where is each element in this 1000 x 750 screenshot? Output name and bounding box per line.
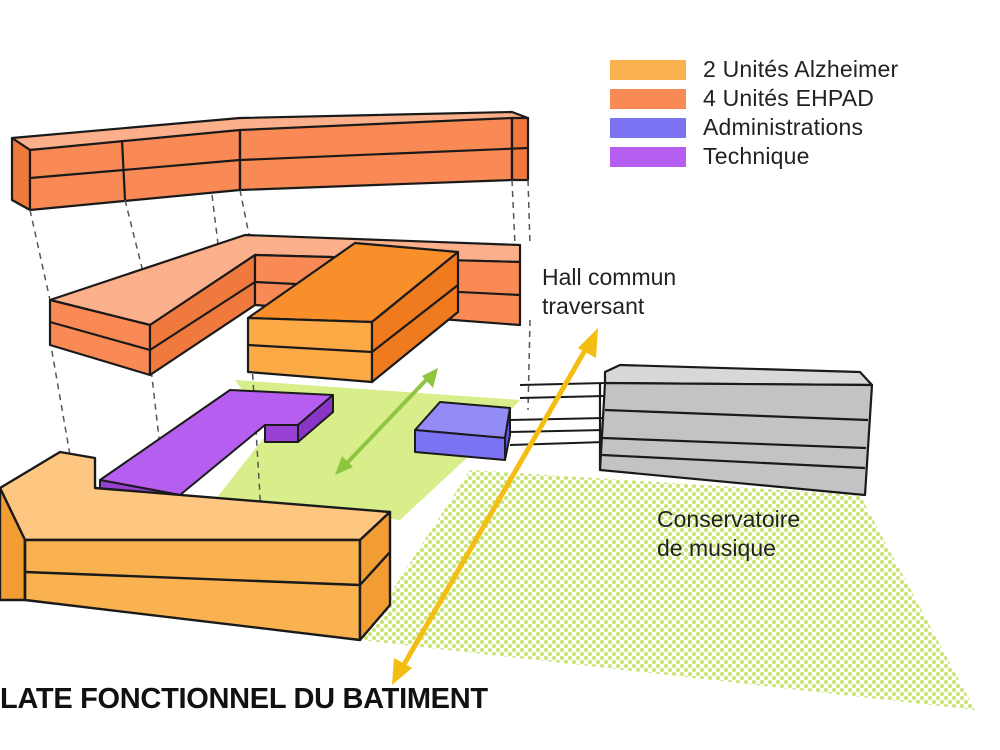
legend-label: Administrations <box>703 114 864 140</box>
legend-item-ehpad: 4 Unités EHPAD <box>610 84 898 113</box>
conservatoire-callout: Conservatoire de musique <box>657 505 800 563</box>
administrations-block <box>414 401 511 461</box>
green-double-arrow <box>335 368 438 475</box>
conservatoire-callout-line2: de musique <box>657 535 776 561</box>
legend-label: 4 Unités EHPAD <box>703 85 875 111</box>
conservatoire-callout-line1: Conservatoire <box>657 506 801 532</box>
legend-item-technique: Technique <box>610 142 898 171</box>
alzheimer-ground-block <box>0 450 392 642</box>
hall-callout-line1: Hall commun <box>542 264 677 290</box>
ground-dotted-area <box>360 470 975 710</box>
diagram-title: LATE FONCTIONNEL DU BATIMENT <box>0 683 488 715</box>
legend: 2 Unités Alzheimer 4 Unités EHPAD Admini… <box>610 55 898 171</box>
hall-callout-line2: traversant <box>542 293 645 319</box>
ehpad-top-floor <box>10 110 530 212</box>
legend-swatch-technique <box>610 146 686 167</box>
yellow-double-arrow <box>392 328 598 685</box>
legend-swatch-alzheimer <box>610 59 686 80</box>
hall-callout: Hall commun traversant <box>542 263 676 321</box>
alzheimer-upper-block <box>246 241 460 384</box>
legend-swatch-ehpad <box>610 88 686 109</box>
conservatoire-block <box>598 363 874 497</box>
legend-label: Technique <box>703 143 810 169</box>
passage-lines <box>509 382 606 446</box>
legend-item-administrations: Administrations <box>610 113 898 142</box>
legend-label: 2 Unités Alzheimer <box>703 56 899 82</box>
legend-item-alzheimer: 2 Unités Alzheimer <box>610 55 898 84</box>
legend-swatch-administrations <box>610 117 686 138</box>
